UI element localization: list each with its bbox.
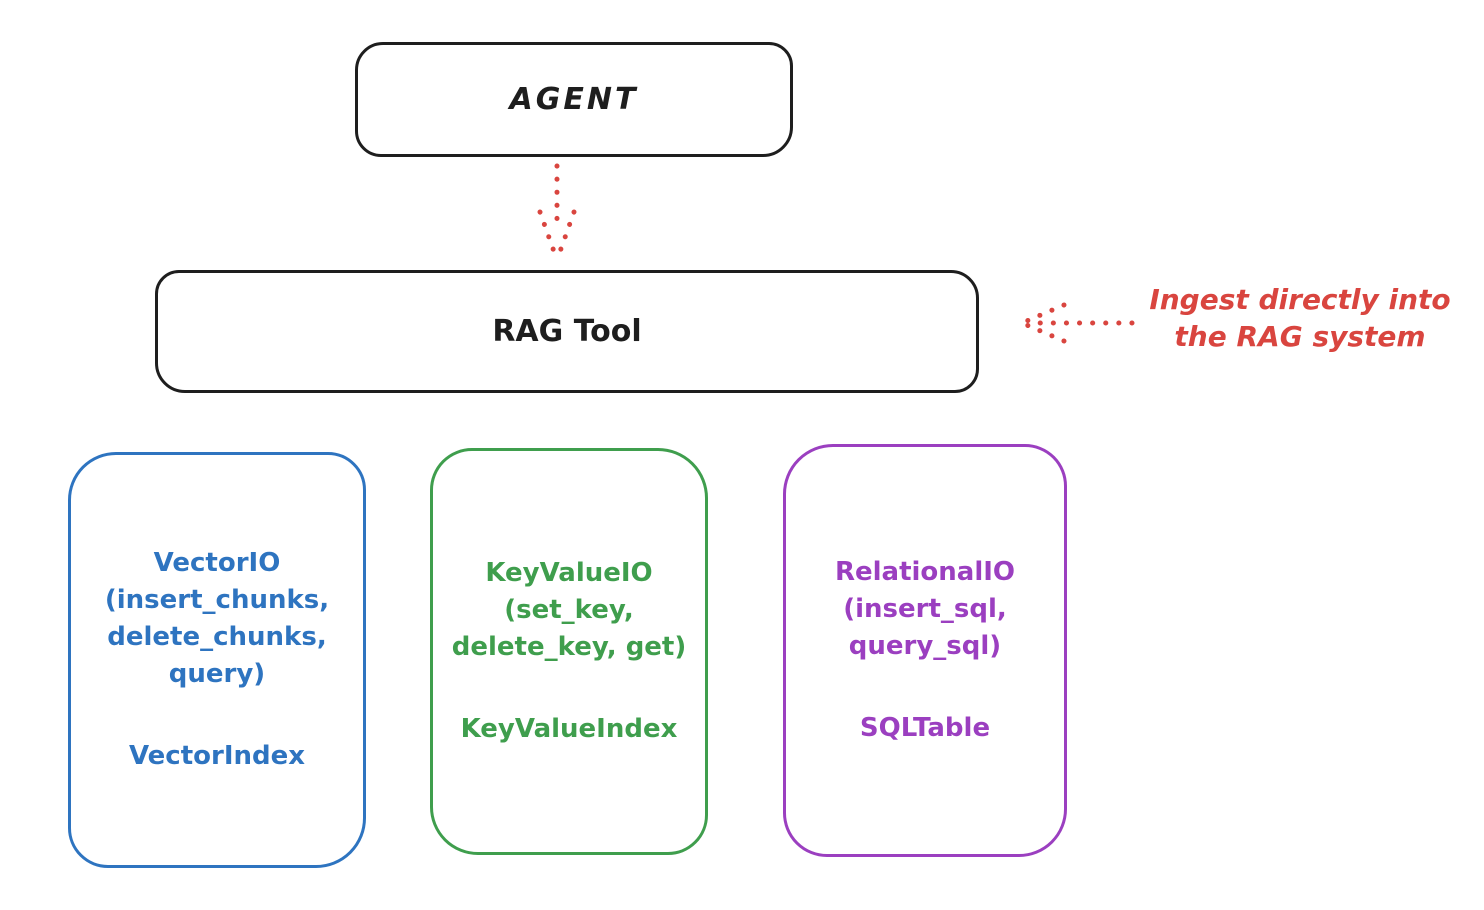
- vector-io-method-line: delete_chunks,: [107, 622, 327, 652]
- vector-io-node: VectorIO (insert_chunks, delete_chunks, …: [68, 452, 366, 868]
- relational-io-method-line: query_sql): [848, 631, 1002, 661]
- agent-node: AGENT: [355, 42, 793, 157]
- agent-label: AGENT: [509, 82, 639, 117]
- relational-io-method-line: (insert_sql,: [843, 594, 1007, 624]
- vector-io-method-line: query): [168, 659, 266, 689]
- relational-io-methods: RelationalIO (insert_sql, query_sql): [835, 554, 1015, 665]
- ingest-annotation: Ingest directly into the RAG system: [1125, 281, 1475, 355]
- relational-io-node: RelationalIO (insert_sql, query_sql) SQL…: [783, 444, 1067, 857]
- key-value-index-label: KeyValueIndex: [460, 714, 678, 744]
- key-value-io-title: KeyValueIO: [485, 558, 653, 588]
- key-value-io-method-line: (set_key,: [504, 595, 634, 625]
- key-value-io-node: KeyValueIO (set_key, delete_key, get) Ke…: [430, 448, 708, 855]
- vector-io-title: VectorIO: [153, 548, 281, 578]
- dotted-arrow-down-icon: [537, 163, 577, 263]
- rag-tool-label: RAG Tool: [492, 314, 642, 349]
- annotation-line-1: Ingest directly into: [1149, 283, 1451, 316]
- relational-io-title: RelationalIO: [834, 557, 1016, 587]
- sql-table-label: SQLTable: [859, 713, 991, 743]
- vector-io-methods: VectorIO (insert_chunks, delete_chunks, …: [105, 545, 329, 693]
- annotation-line-2: the RAG system: [1174, 320, 1426, 353]
- vector-index-label: VectorIndex: [128, 741, 306, 771]
- key-value-io-methods: KeyValueIO (set_key, delete_key, get): [452, 555, 687, 666]
- vector-io-method-line: (insert_chunks,: [104, 585, 330, 615]
- rag-tool-node: RAG Tool: [155, 270, 979, 393]
- key-value-io-method-line: delete_key, get): [451, 632, 687, 662]
- dotted-arrow-left-icon: [1019, 302, 1135, 344]
